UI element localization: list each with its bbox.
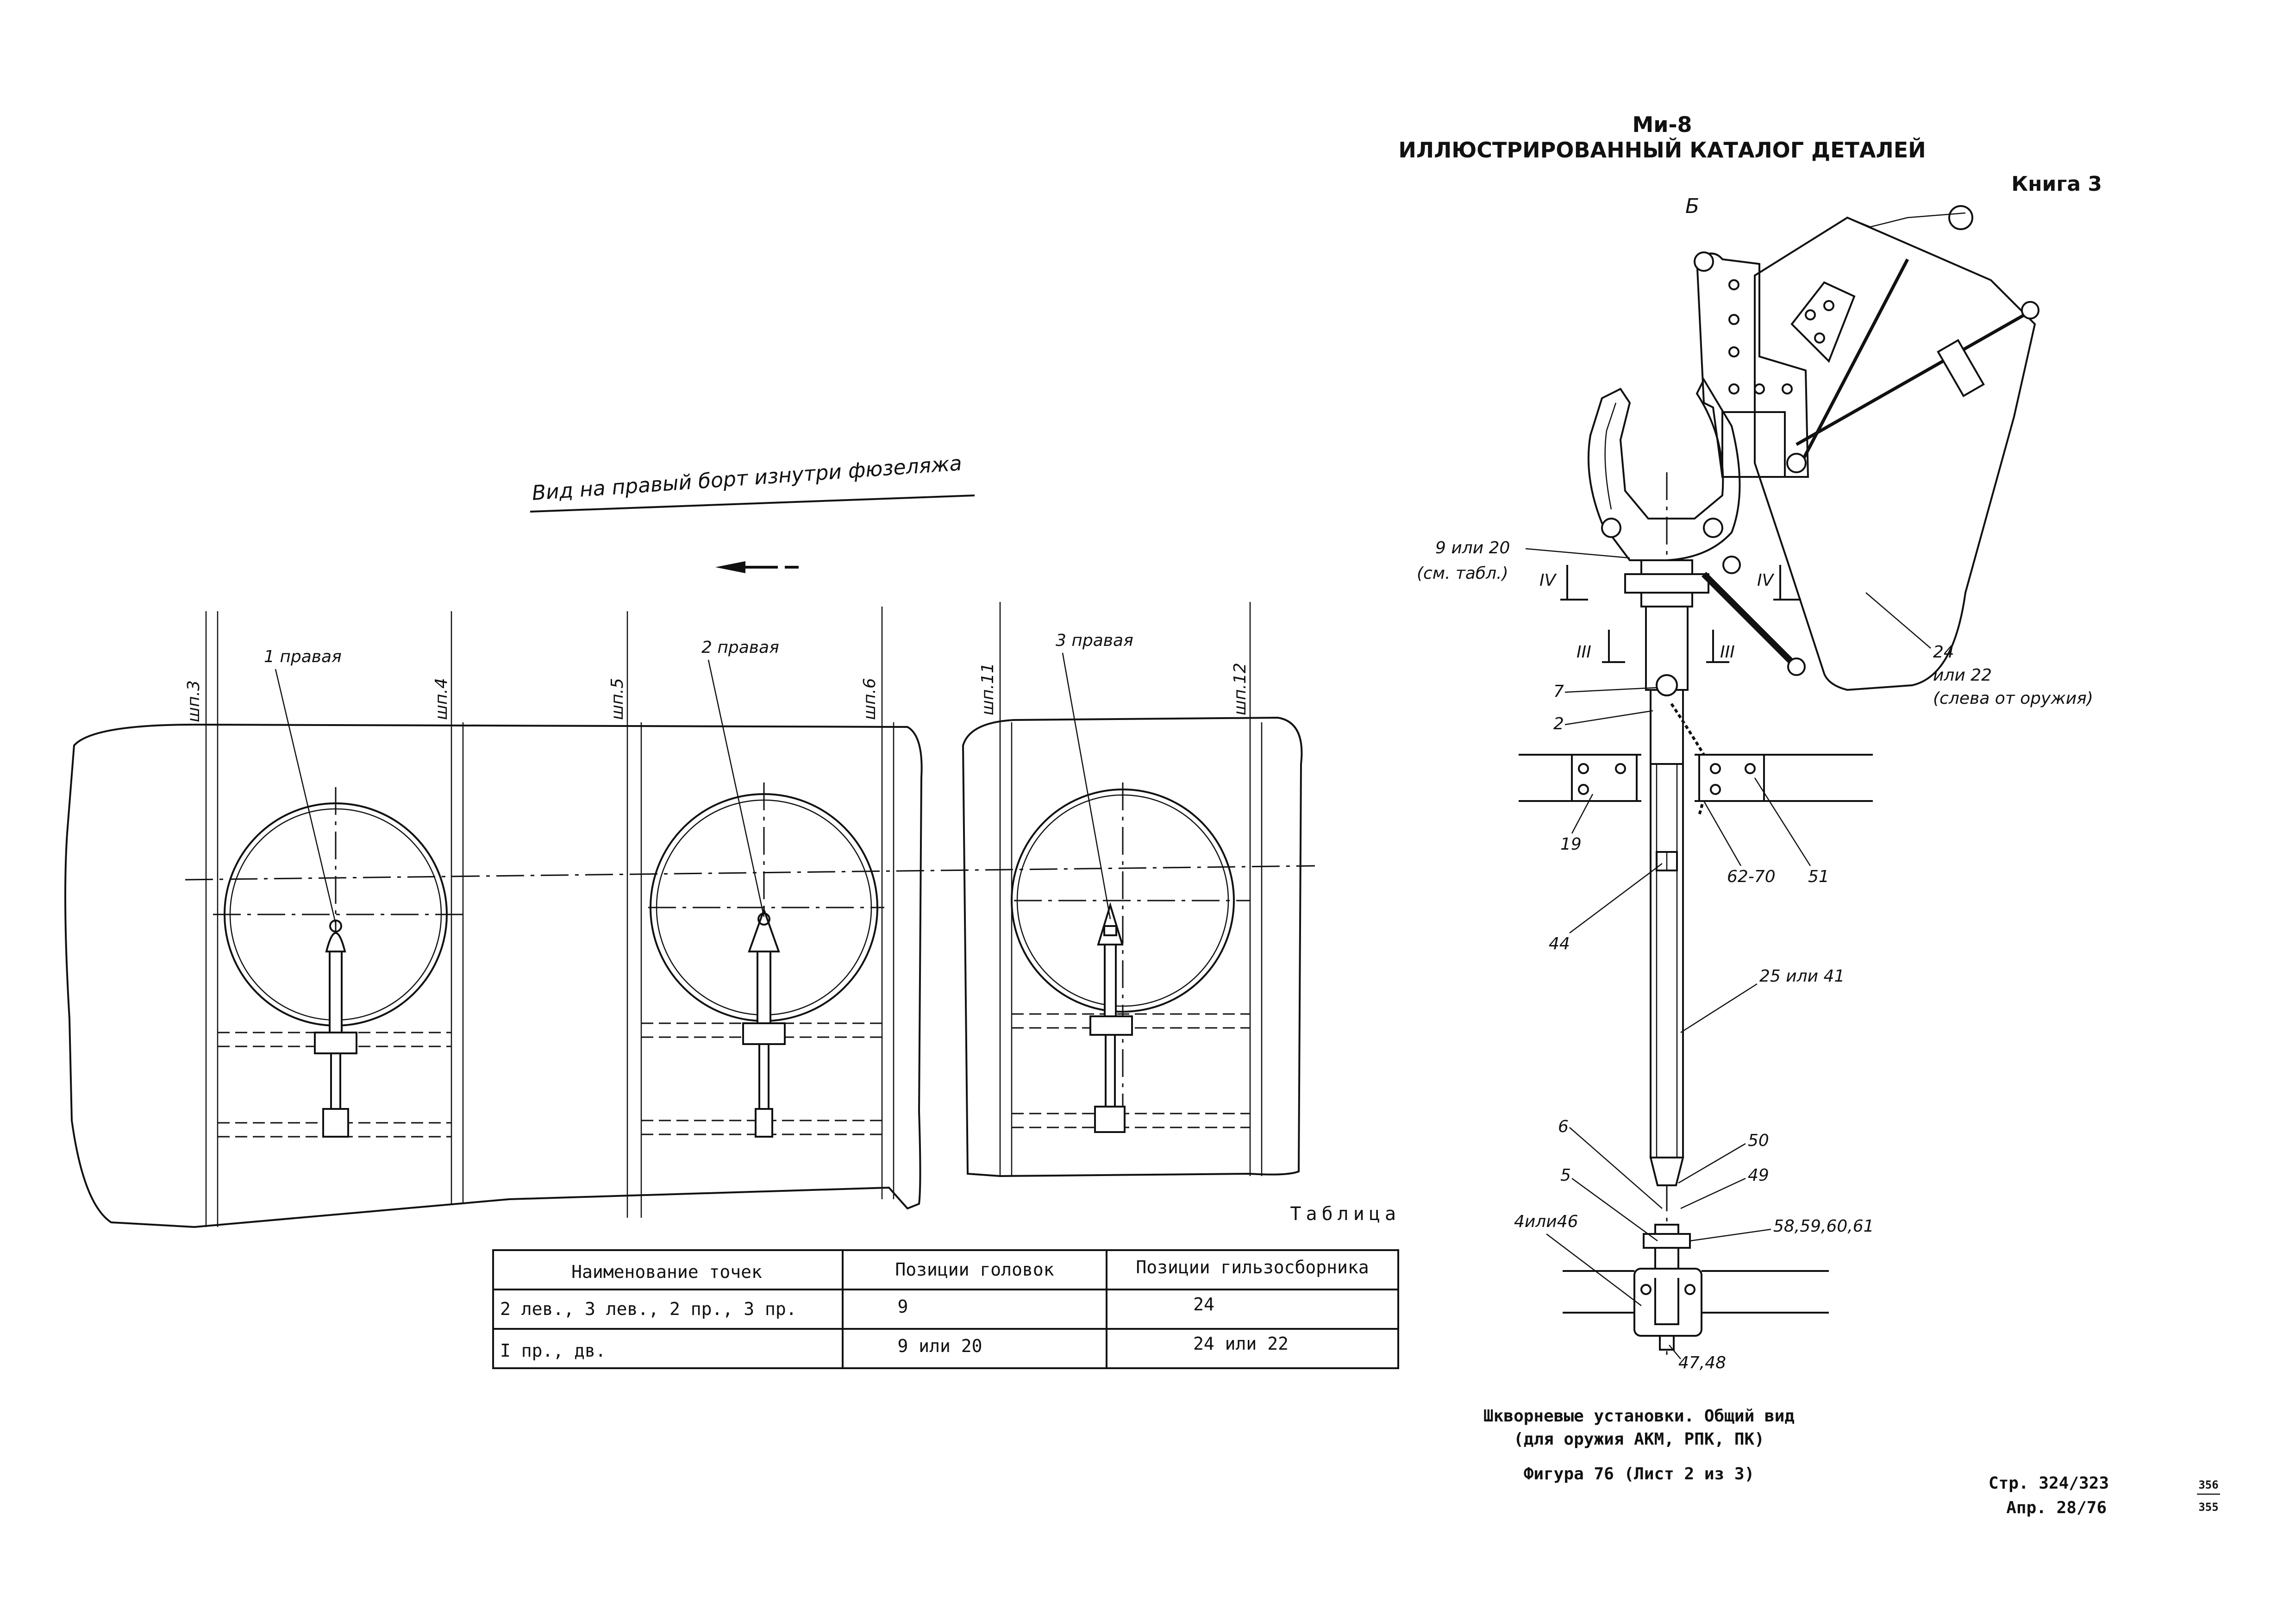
callout-50: 50	[1748, 1131, 1769, 1150]
section-mark-iii-left: III	[1577, 643, 1591, 662]
view-letter: Б	[1685, 194, 1699, 218]
pintle-mount-3	[1089, 902, 1133, 1133]
header-catalog: ИЛЛЮСТРИРОВАННЫЙ КАТАЛОГ ДЕТАЛЕЙ	[1398, 138, 1926, 163]
footer-page: Стр. 324/323	[1989, 1474, 2109, 1493]
frame-label-3: шп.3	[184, 680, 203, 722]
pintle-assembly-view: Б	[1417, 194, 2093, 1484]
mount-bracket	[1695, 252, 1809, 478]
floor-beam-lower	[1563, 1224, 1829, 1351]
table-header-collector: Позиции гильзосборника	[1136, 1257, 1369, 1277]
callout-6: 6	[1558, 1117, 1569, 1136]
section-marks: IV IV III III	[1539, 565, 1801, 663]
fuselage-panel-1	[64, 723, 923, 1228]
table-row-2-heads: 9 или 20	[897, 1336, 982, 1356]
callout-49: 49	[1748, 1166, 1769, 1185]
footer-date: Апр. 28/76	[2006, 1498, 2107, 1517]
direction-arrow-icon	[715, 561, 799, 573]
view-title: Вид на правый борт изнутри фюзеляжа	[531, 451, 963, 505]
footer-sheet-top: 356	[2198, 1478, 2218, 1491]
callout-9-or-20-note: (см. табл.)	[1417, 564, 1508, 583]
footer-sheet-bottom: 355	[2198, 1501, 2218, 1514]
footer: Стр. 324/323 Апр. 28/76 356 355	[1989, 1474, 2220, 1517]
table-row-2-points: I пр., дв.	[500, 1340, 606, 1361]
pintle-head	[1587, 377, 1741, 561]
cartridge-collector	[1754, 216, 2036, 691]
section-mark-iv-left: IV	[1539, 571, 1557, 590]
table-row-1-points: 2 лев., 3 лев., 2 пр., 3 пр.	[500, 1299, 797, 1319]
callout-9-or-20: 9 или 20	[1435, 538, 1510, 557]
callout-47-48: 47,48	[1678, 1353, 1726, 1372]
table-row-1-collector: 24	[1193, 1294, 1214, 1315]
callout-5: 5	[1560, 1166, 1571, 1185]
figure-caption-line2: (для оружия АКМ, РПК, ПК)	[1514, 1430, 1764, 1449]
fuselage-view: Вид на правый борт изнутри фюзеляжа	[64, 451, 1315, 1228]
table-caption: Таблица	[1290, 1203, 1401, 1225]
callout-2: 2	[1553, 714, 1564, 733]
pintle-mount-1	[314, 920, 357, 1138]
frame-label-6: шп.6	[860, 678, 879, 720]
point-label-1: 1 правая	[264, 647, 342, 666]
frame-label-12: шп.12	[1231, 663, 1250, 715]
frame-label-4: шп.4	[432, 678, 451, 720]
callout-7: 7	[1553, 682, 1564, 701]
frame-label-5: шп.5	[608, 678, 627, 720]
callout-24: 24	[1933, 643, 1954, 662]
header-model: Ми-8	[1632, 112, 1692, 137]
table-row-1-heads: 9	[898, 1296, 908, 1317]
callout-24-alt: или 22	[1933, 666, 1992, 685]
table-header-heads: Позиции головок	[895, 1259, 1054, 1280]
callout-62-70: 62-70	[1727, 867, 1776, 886]
header-book: Книга 3	[2011, 172, 2102, 196]
point-label-2: 2 правая	[701, 638, 779, 657]
pintle-mount-2	[742, 907, 786, 1138]
section-mark-iv-right: IV	[1757, 571, 1775, 590]
frame-label-11: шп.11	[978, 663, 997, 715]
callout-58-61: 58,59,60,61	[1773, 1217, 1874, 1236]
figure-number: Фигура 76 (Лист 2 из 3)	[1524, 1465, 1755, 1484]
window-3	[1011, 782, 1250, 1111]
positions-table: Таблица Наименование точек Позиции голов…	[492, 1203, 1401, 1369]
callout-19: 19	[1560, 835, 1582, 854]
point-label-3: 3 правая	[1056, 631, 1133, 650]
table-header-points: Наименование точек	[571, 1262, 762, 1282]
section-mark-iii-right: III	[1720, 643, 1735, 662]
floor-beam-upper	[1519, 754, 1873, 802]
figure-caption-line1: Шкворневые установки. Общий вид	[1483, 1407, 1795, 1426]
callout-44: 44	[1549, 934, 1570, 953]
callouts: 9 или 20 (см. табл.) 24 или 22 (слева от…	[1417, 538, 2093, 1372]
frame-lines	[205, 602, 1263, 1227]
callout-25-or-41: 25 или 41	[1759, 967, 1845, 986]
fuselage-panel-2	[962, 716, 1303, 1177]
callout-51: 51	[1808, 867, 1829, 886]
table-row-2-collector: 24 или 22	[1193, 1333, 1289, 1354]
callout-4-or-46: 4или46	[1514, 1212, 1578, 1231]
callout-24-note: (слева от оружия)	[1933, 689, 2093, 708]
